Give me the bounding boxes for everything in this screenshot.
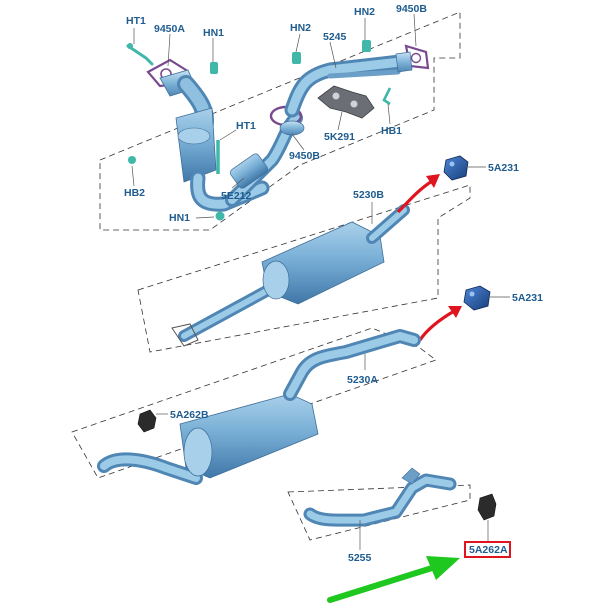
- label-9450a: 9450A: [154, 23, 185, 35]
- label-hn2-left: HN2: [290, 22, 311, 34]
- highlight-box-5a262a: [464, 541, 511, 558]
- label-5a262b: 5A262B: [170, 409, 209, 421]
- leader-lines-top: [131, 13, 417, 219]
- green-arrow-pointer: [327, 556, 460, 603]
- label-hb1: HB1: [381, 125, 402, 137]
- label-5e212: 5E212: [221, 190, 252, 202]
- label-5255: 5255: [348, 552, 372, 564]
- label-hn1-top: HN1: [203, 27, 224, 39]
- leader-lines-tail: [359, 520, 489, 550]
- label-5230a: 5230A: [347, 374, 378, 386]
- label-5245: 5245: [323, 31, 347, 43]
- label-hn1-bottom: HN1: [169, 212, 190, 224]
- label-5a231-mid: 5A231: [512, 292, 543, 304]
- label-9450b-mid: 9450B: [289, 150, 320, 162]
- rubber-mount-5a231-top: [443, 155, 469, 181]
- label-5k291: 5K291: [324, 131, 355, 143]
- tail-pipe-5255: [303, 467, 497, 527]
- rubber-mount-5a231-mid: [463, 285, 491, 311]
- leader-lines-middle: [371, 166, 510, 298]
- label-5230b: 5230B: [353, 189, 384, 201]
- label-ht1-mid: HT1: [236, 120, 256, 132]
- part-labels: HT1 9450A HN1 HN2 HN2 9450B 5245 HT1 5K2…: [124, 3, 543, 564]
- red-arrow-middle: [418, 306, 462, 341]
- label-5a262a: 5A262A: [469, 544, 508, 556]
- label-hn2-right: HN2: [354, 6, 375, 18]
- label-ht1-top: HT1: [126, 15, 146, 27]
- label-9450b-top: 9450B: [396, 3, 427, 15]
- leader-lines-lower: [156, 354, 366, 415]
- center-muffler-assembly-5230b: [171, 204, 410, 347]
- label-5a231-top: 5A231: [488, 162, 519, 174]
- catalytic-converter-assembly: [126, 40, 430, 221]
- rear-muffler-assembly-5230a: [97, 329, 421, 485]
- label-hb2: HB2: [124, 187, 145, 199]
- red-arrow-top: [396, 174, 440, 214]
